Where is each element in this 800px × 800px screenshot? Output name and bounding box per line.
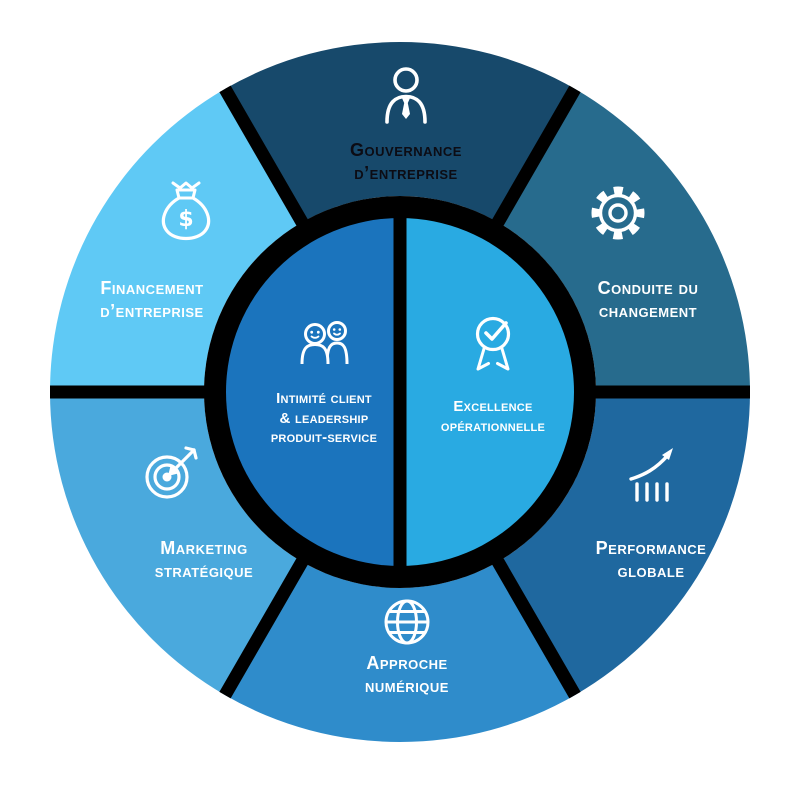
growth-chart-icon bbox=[620, 443, 688, 511]
segment-conduite bbox=[498, 88, 750, 393]
award-ribbon-icon bbox=[460, 304, 526, 374]
segment-label-performance: Performance globale bbox=[595, 538, 707, 582]
money-bag-icon: $ bbox=[148, 176, 224, 252]
segment-label-gouvernance: Gouvernance d’entreprise bbox=[350, 140, 462, 184]
gear-icon bbox=[585, 180, 651, 246]
segment-label-marketing: Marketing stratégique bbox=[154, 538, 254, 582]
segment-gouvernance bbox=[225, 42, 575, 223]
segment-marketing bbox=[50, 392, 302, 696]
people-icon bbox=[287, 308, 361, 378]
segment-approche bbox=[225, 561, 575, 742]
center-left-half bbox=[226, 218, 400, 566]
globe-icon bbox=[377, 592, 437, 652]
person-icon bbox=[368, 57, 444, 133]
segment-label-conduite: Conduite du changement bbox=[597, 278, 699, 322]
target-icon bbox=[131, 441, 203, 513]
center-label-excellence: Excellence opérationnelle bbox=[440, 398, 546, 435]
dollar-glyph: $ bbox=[178, 207, 193, 232]
segment-performance bbox=[498, 392, 750, 696]
segment-label-approche: Approche numérique bbox=[365, 653, 449, 697]
segment-financement bbox=[50, 88, 302, 393]
center-label-intimite: Intimité client & leadership produit-ser… bbox=[270, 390, 378, 446]
center-right-half bbox=[400, 218, 574, 566]
segment-label-financement: Financement d’entreprise bbox=[100, 278, 204, 322]
segment-separators bbox=[50, 85, 750, 699]
